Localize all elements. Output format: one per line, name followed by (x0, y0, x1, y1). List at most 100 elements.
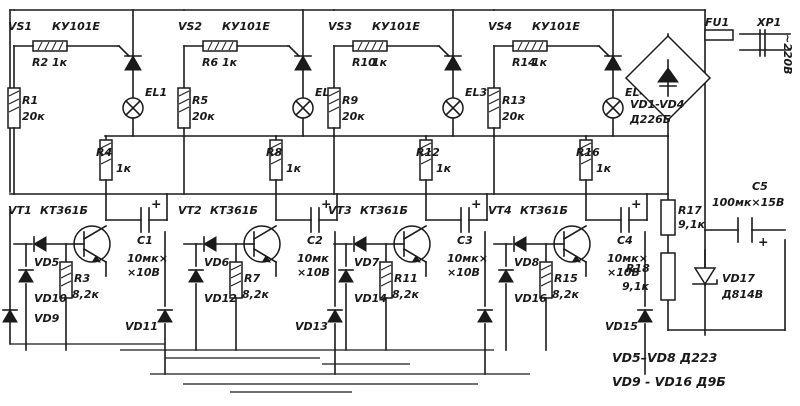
diode-k-label: VD15 (605, 320, 638, 333)
plug-xp1 (759, 29, 766, 57)
zener-label: VD6 (204, 256, 230, 269)
diode-VD11 (157, 309, 173, 323)
diode-a-label: VD14 (354, 292, 387, 305)
base-resistor-value: 8,2к (72, 288, 99, 301)
cap-plus: + (631, 196, 641, 211)
capacitor-value-2: ×10В (127, 266, 160, 279)
diode-VD6 (203, 236, 217, 252)
diode-VD13 (327, 309, 343, 323)
base-resistor-label: R11 (394, 272, 418, 285)
thyristor-type: КУ101Е (532, 20, 580, 33)
transistor-label: VT2 (178, 204, 202, 217)
diode-VD10 (18, 269, 34, 283)
divider-resistor-value: 20к (342, 110, 365, 123)
diode-a-label: VD16 (514, 292, 547, 305)
capacitor-label: C1 (137, 234, 153, 247)
base-resistor-label: R15 (554, 272, 578, 285)
collector-resistor-value: 1к (286, 162, 302, 175)
c5-label: C5 (752, 180, 768, 193)
legend-line-2: VD9 - VD16 Д9Б (612, 374, 726, 389)
capacitor-label: C4 (617, 234, 633, 247)
base-resistor-label: R3 (74, 272, 90, 285)
base-resistor-value: 8,2к (392, 288, 419, 301)
collector-resistor-value: 1к (116, 162, 132, 175)
capacitor-label: C2 (307, 234, 323, 247)
capacitor-value-1: 10мк× (127, 252, 168, 265)
power-section: FU1 XP1 ~220В VD1-VD4 Д226Б R17 9,1к R18… (622, 16, 794, 301)
collector-resistor-value: 1к (436, 162, 452, 175)
capacitor-value-1: 10мк (297, 252, 329, 265)
capacitor-value-2: ×10В (297, 266, 330, 279)
legend-line-1: VD5–VD8 Д223 (612, 350, 717, 365)
base-resistor-value: 8,2к (552, 288, 579, 301)
diode-b-label: VD9 (34, 312, 60, 325)
gate-resistor-label: R2 (32, 56, 48, 69)
diode-k-label: VD11 (125, 320, 158, 333)
divider-resistor-value: 20к (22, 110, 45, 123)
divider-resistor-value: 20к (192, 110, 215, 123)
transistor-type: КТ361Б (210, 204, 258, 217)
thyristor-VS3 (444, 54, 462, 71)
diode-VD12 (188, 269, 204, 283)
cap-plus: + (471, 196, 481, 211)
diode-VD8 (513, 236, 527, 252)
diode-VD14 (338, 269, 354, 283)
r18-value: 9,1к (622, 280, 649, 293)
diode-VD9 (2, 309, 18, 323)
thyristor-label: VS1 (8, 20, 32, 33)
divider-resistor-label: R5 (192, 94, 208, 107)
collector-resistor-label: R16 (576, 146, 600, 159)
plug-label: XP1 (756, 16, 781, 29)
base-resistor-label: R7 (244, 272, 260, 285)
divider-resistor-label: R1 (22, 94, 38, 107)
gate-resistor-label: R10 (352, 56, 376, 69)
transistor-type: КТ361Б (520, 204, 568, 217)
cap-plus: + (151, 196, 161, 211)
gate-resistor-value: 1к (222, 56, 238, 69)
capacitor-value-2: ×10В (607, 266, 640, 279)
resistor-r17 (660, 199, 676, 236)
r17-label: R17 (678, 204, 702, 217)
transistor-label: VT3 (328, 204, 352, 217)
divider-resistor-label: R13 (502, 94, 526, 107)
thyristor-VS4 (604, 54, 622, 71)
transistor-type: КТ361Б (360, 204, 408, 217)
gate-resistor-value: 1к (372, 56, 388, 69)
r17-value: 9,1к (678, 218, 705, 231)
divider-resistor-label: R9 (342, 94, 358, 107)
thyristor-type: КУ101Е (222, 20, 270, 33)
diode-VD16 (498, 269, 514, 283)
collector-resistor-label: R8 (266, 146, 282, 159)
transistor-label: VT4 (488, 204, 512, 217)
diode-k (477, 309, 493, 323)
transistor-label: VT1 (8, 204, 32, 217)
gate-resistor-value: 1к (532, 56, 548, 69)
mains-label: ~220В (781, 34, 794, 75)
diode-VD15 (637, 309, 653, 323)
capacitor-value-2: ×10В (447, 266, 480, 279)
cap-plus: + (321, 196, 331, 211)
thyristor-label: VS2 (178, 20, 202, 33)
collector-resistor-label: R12 (416, 146, 440, 159)
zener-label: VD8 (514, 256, 540, 269)
diode-a-label: VD12 (204, 292, 237, 305)
transistor-type: КТ361Б (40, 204, 88, 217)
fuse-label: FU1 (705, 16, 729, 29)
diode-VD5 (33, 236, 47, 252)
thyristor-VS2 (294, 54, 312, 71)
divider-resistor-value: 20к (502, 110, 525, 123)
vd17-type: Д814В (721, 288, 763, 301)
zener-vd17 (693, 267, 717, 286)
thyristor-label: VS4 (488, 20, 512, 33)
c5-plus: + (758, 234, 768, 249)
diode-a-label: VD10 (34, 292, 67, 305)
thyristor-type: КУ101Е (52, 20, 100, 33)
capacitor-value-1: 10мк× (607, 252, 648, 265)
bridge-type: Д226Б (629, 113, 671, 126)
